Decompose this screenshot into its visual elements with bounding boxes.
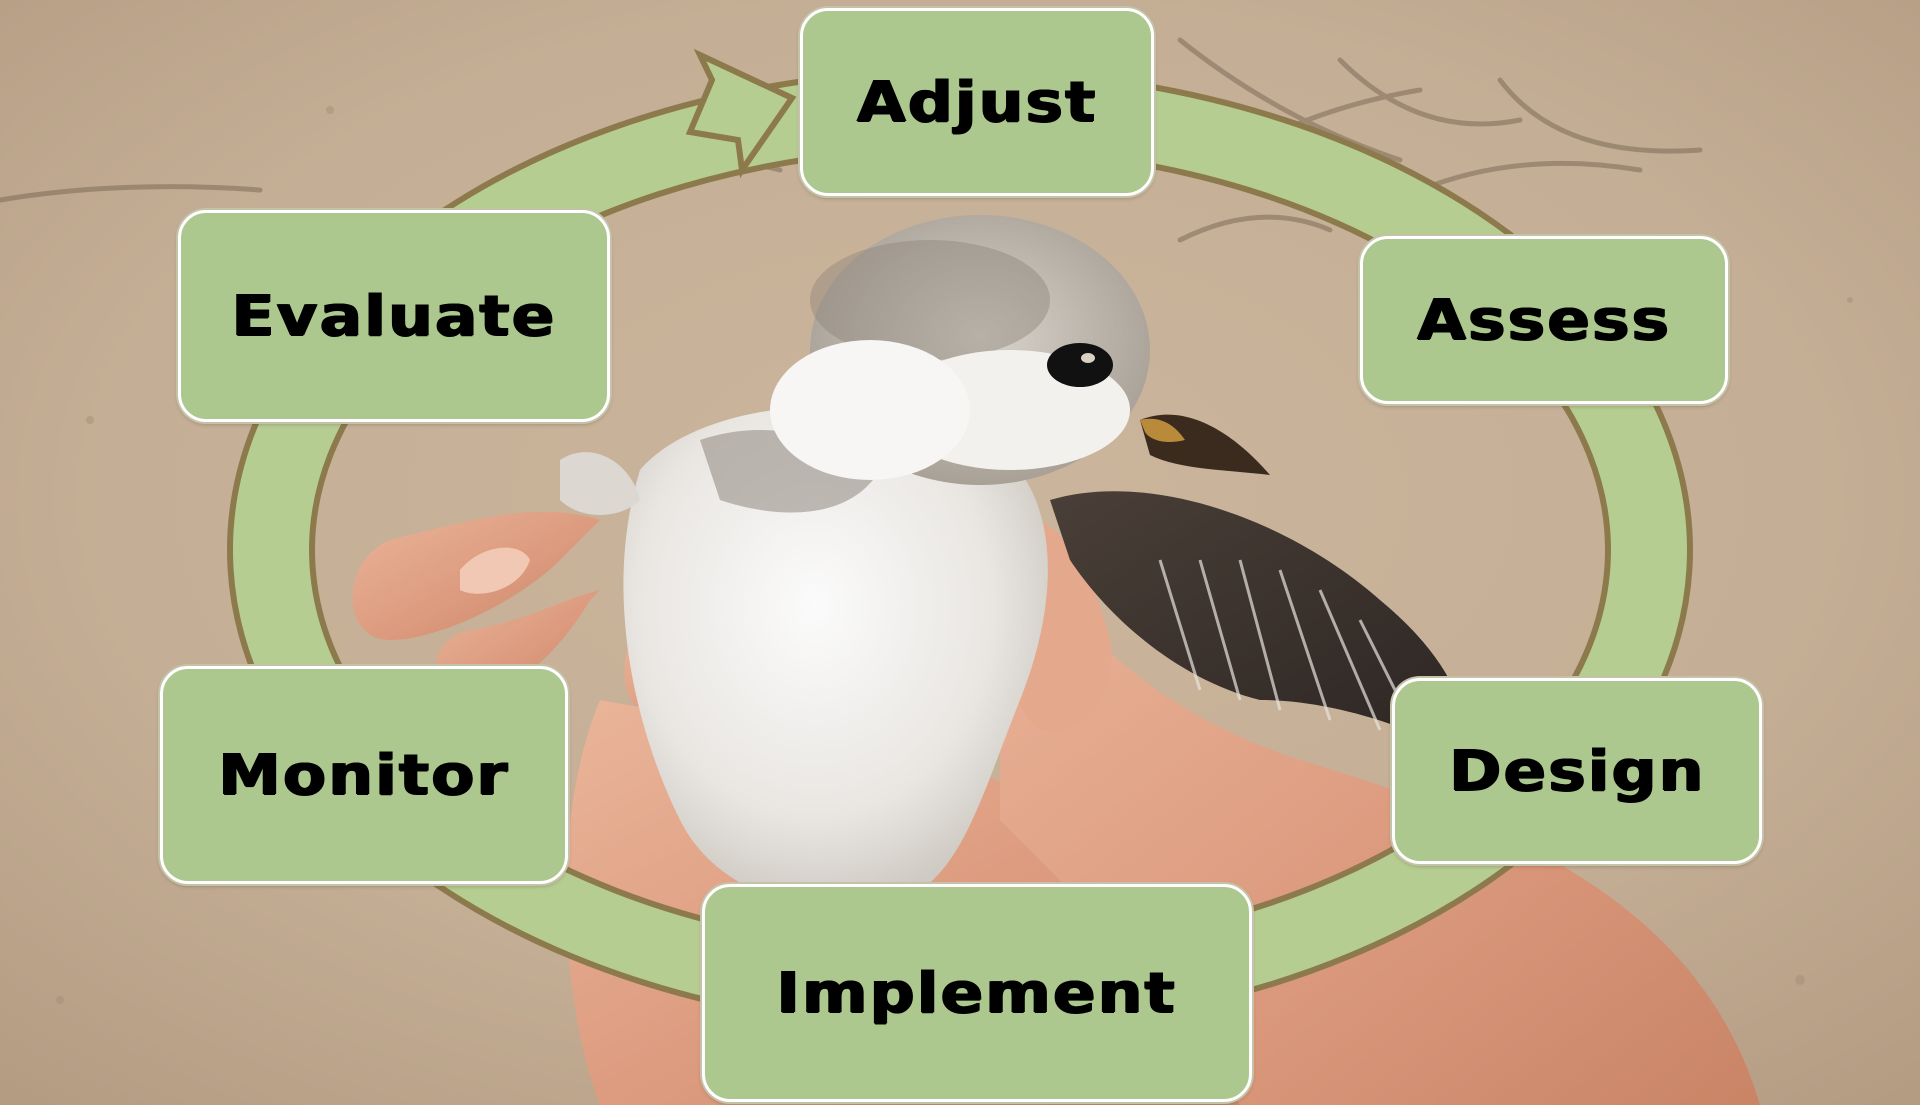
step-evaluate-label: Evaluate — [231, 283, 557, 349]
step-monitor-label: Monitor — [218, 742, 510, 808]
step-adjust: Adjust — [800, 8, 1154, 196]
step-evaluate: Evaluate — [178, 210, 610, 422]
step-monitor: Monitor — [160, 666, 568, 884]
step-assess-label: Assess — [1417, 287, 1671, 353]
cycle-arrow-head — [685, 48, 797, 179]
step-implement: Implement — [702, 884, 1252, 1102]
chick-body — [623, 406, 1048, 908]
step-design-label: Design — [1448, 738, 1706, 804]
step-assess: Assess — [1360, 236, 1728, 404]
step-implement-label: Implement — [776, 960, 1178, 1026]
chick — [560, 215, 1470, 908]
step-design: Design — [1392, 678, 1762, 864]
step-adjust-label: Adjust — [856, 69, 1098, 135]
chick-eye — [1047, 343, 1113, 387]
